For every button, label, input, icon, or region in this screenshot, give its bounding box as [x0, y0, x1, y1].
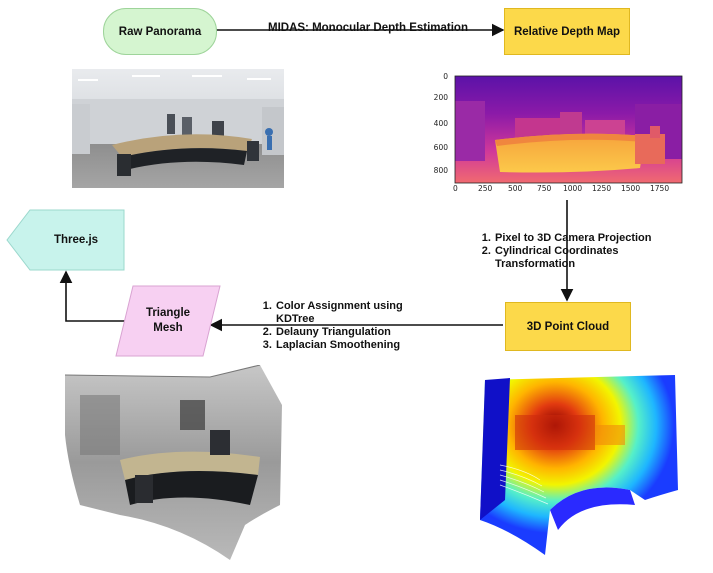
mesh-step: Delauny Triangulation — [275, 326, 424, 339]
raw-panorama-label: Raw Panorama — [118, 25, 202, 38]
depth-x-ticks: 0 250 500 750 1000 1250 1500 1750 — [450, 184, 690, 196]
panorama-photo — [72, 69, 284, 188]
x-tick: 0 — [453, 184, 458, 193]
x-tick: 750 — [537, 184, 552, 193]
relative-depth-map-label: Relative Depth Map — [513, 25, 621, 38]
depth-map-plot — [455, 76, 682, 183]
mesh-step: Laplacian Smoothening — [275, 339, 424, 352]
y-tick: 600 — [433, 143, 448, 152]
midas-label: MIDAS: Monocular Depth Estimation — [268, 22, 468, 34]
projection-step: Pixel to 3D Camera Projection — [494, 232, 688, 245]
projection-step: Cylindrical Coordinates Transformation — [494, 245, 688, 271]
projection-steps: Pixel to 3D Camera Projection Cylindrica… — [478, 232, 688, 271]
point-cloud-label: 3D Point Cloud — [526, 320, 610, 333]
y-tick: 800 — [433, 166, 448, 175]
x-tick: 500 — [508, 184, 523, 193]
x-tick: 1250 — [592, 184, 612, 193]
point-cloud-render — [480, 375, 678, 555]
y-tick: 400 — [433, 119, 448, 128]
depth-y-ticks: 0 200 400 600 800 — [432, 72, 452, 182]
threejs-node[interactable] — [6, 209, 126, 271]
relative-depth-map-node[interactable]: Relative Depth Map — [504, 8, 630, 55]
mesh-steps: Color Assignment using KDTree Delauny Tr… — [259, 300, 424, 352]
triangle-mesh-label: Triangle Mesh — [145, 307, 191, 334]
x-tick: 1000 — [563, 184, 583, 193]
raw-panorama-node[interactable]: Raw Panorama — [103, 8, 217, 55]
y-tick: 0 — [443, 72, 448, 81]
depth-plot-axes — [454, 75, 683, 184]
point-cloud-node[interactable]: 3D Point Cloud — [505, 302, 631, 351]
x-tick: 1500 — [621, 184, 641, 193]
y-tick: 200 — [433, 93, 448, 102]
threejs-label: Three.js — [53, 234, 99, 246]
x-tick: 250 — [478, 184, 493, 193]
mesh-step: Color Assignment using KDTree — [275, 300, 424, 326]
threejs-arrow — [59, 270, 132, 322]
mesh-render — [64, 365, 282, 560]
x-tick: 1750 — [650, 184, 670, 193]
triangle-mesh-node[interactable] — [115, 285, 221, 357]
